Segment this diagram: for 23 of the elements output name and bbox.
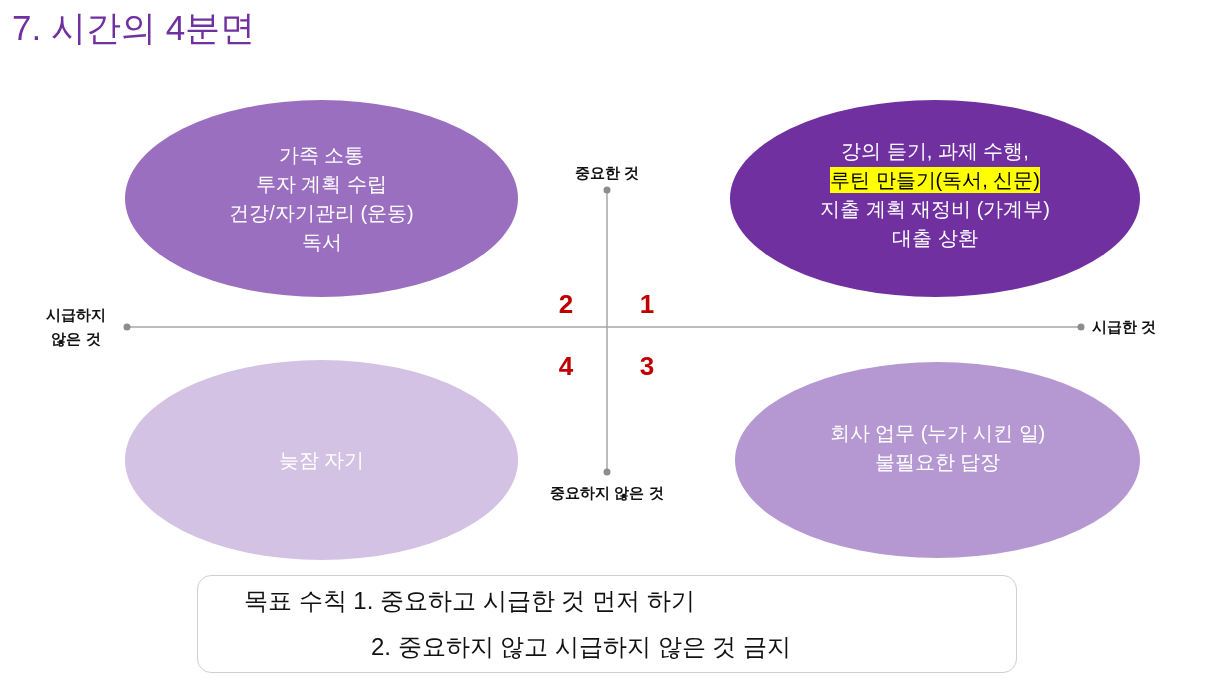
task-text: 독서 [301,229,342,255]
quadrant-number: 4 [558,351,574,381]
task-text: 건강/자기관리 (운동) [229,200,414,226]
task-text: 가족 소통 [278,142,365,168]
rule-text: 2. 중요하지 않고 시급하지 않은 것 금지 [371,632,792,662]
task-text: 늦잠 자기 [278,447,365,473]
highlighted-task-text: 루틴 만들기(독서, 신문) [830,166,1040,193]
quadrant-number: 2 [558,289,574,319]
title: 7. 시간의 4분면 [12,7,256,49]
task-text: 불필요한 답장 [874,450,1001,475]
rules-box [197,575,1017,673]
task-text: 대출 상환 [892,225,978,251]
axis-label: 시급한 것 [1092,317,1157,337]
task-text: 투자 계획 수립 [255,171,388,197]
quadrant-number: 3 [639,351,655,381]
task-text: 지출 계획 재정비 (가계부) [820,196,1050,222]
axis-label: 중요하지 않은 것 [550,483,664,503]
axis-label: 시급하지 않은 것 [45,305,107,349]
task-text: 회사 업무 (누가 시킨 일) [829,421,1046,446]
axis-label: 중요한 것 [574,163,640,183]
rule-text: 목표 수칙 1. 중요하고 시급한 것 먼저 하기 [244,586,695,616]
task-text: 강의 듣기, 과제 수행, [841,138,1029,164]
quadrant-number: 1 [639,289,655,319]
